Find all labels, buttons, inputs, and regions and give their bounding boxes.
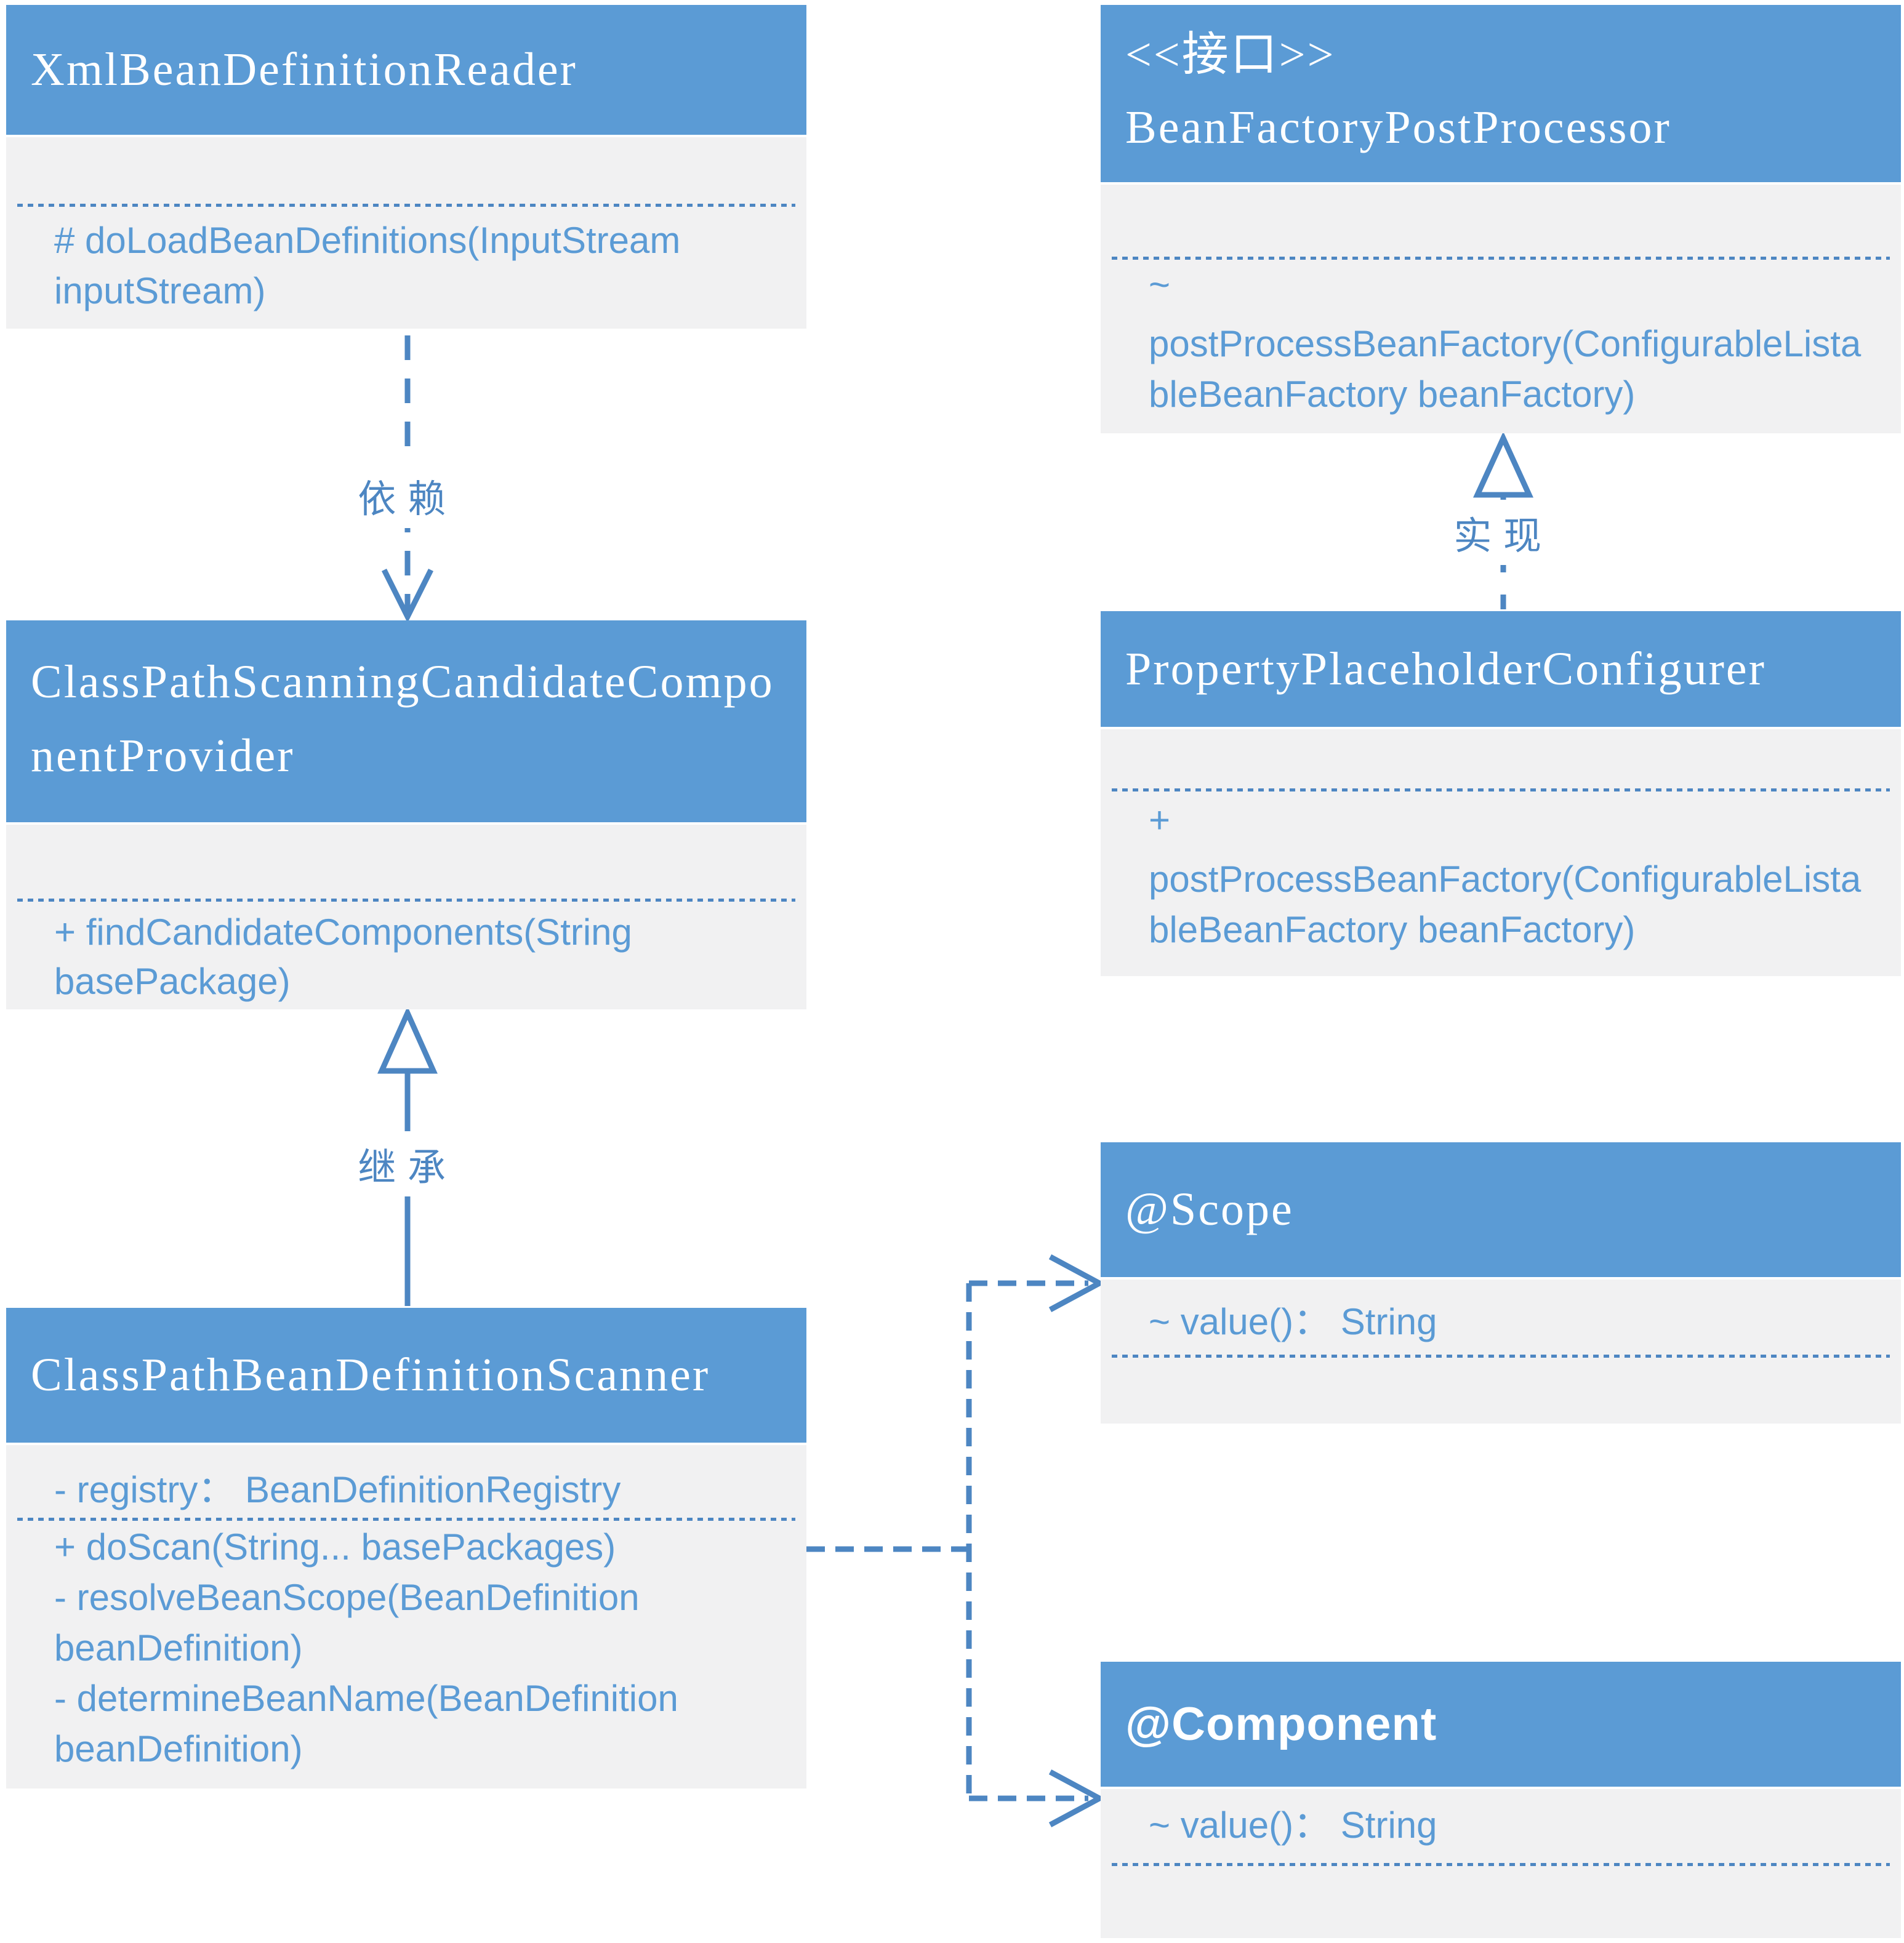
class-box-candidate-component-provider: ClassPathScanningCandidateComponentProvi…: [6, 620, 806, 1009]
member-separator: [1112, 257, 1890, 260]
scope-arrowhead-icon: [1048, 1254, 1106, 1312]
class-header: @Component: [1101, 1662, 1901, 1789]
class-body: + findCandidateComponents(String basePac…: [6, 825, 806, 1009]
interface-stereotype: <<接口>>: [1125, 29, 1336, 81]
edge-label-inheritance: 继承: [334, 1131, 481, 1196]
method-determine-bean-name: - determineBeanName(BeanDefinition beanD…: [54, 1678, 678, 1769]
class-title: ClassPathBeanDefinitionScanner: [31, 1349, 710, 1401]
dependency-arrowhead-icon: [381, 568, 434, 623]
method-resolve-bean-scope: - resolveBeanScope(BeanDefinition beanDe…: [54, 1577, 640, 1669]
member-separator: [1112, 1863, 1890, 1866]
method-visibility: ~: [1149, 264, 1171, 305]
edge-label-realization: 实现: [1429, 500, 1577, 565]
class-title: ClassPathScanningCandidateComponentProvi…: [31, 656, 774, 782]
class-title: XmlBeanDefinitionReader: [31, 44, 577, 95]
method-value: ~ value()： String: [1149, 1805, 1437, 1846]
method-find-candidate-components: + findCandidateComponents(String basePac…: [54, 911, 632, 1002]
class-header: ClassPathScanningCandidateComponentProvi…: [6, 620, 806, 825]
method-do-scan: + doScan(String... basePackages): [54, 1526, 616, 1568]
class-body: + postProcessBeanFactory(ConfigurableLis…: [1101, 729, 1901, 976]
member-separator: [17, 899, 795, 902]
class-header: PropertyPlaceholderConfigurer: [1101, 611, 1901, 729]
class-body: ~ value()： String: [1101, 1280, 1901, 1424]
class-body: - registry： BeanDefinitionRegistry + doS…: [6, 1445, 806, 1789]
method-value: ~ value()： String: [1149, 1301, 1437, 1342]
class-body: # doLoadBeanDefinitions(InputStream inpu…: [6, 137, 806, 329]
class-header: XmlBeanDefinitionReader: [6, 5, 806, 137]
edge-label-dependency: 依赖: [334, 463, 481, 528]
interface-box-bean-factory-post-processor: <<接口>> BeanFactoryPostProcessor ~ postPr…: [1101, 5, 1901, 433]
method-do-load-bean-definitions: # doLoadBeanDefinitions(InputStream inpu…: [54, 220, 681, 311]
class-title: @Component: [1125, 1698, 1437, 1750]
class-header: ClassPathBeanDefinitionScanner: [6, 1308, 806, 1445]
annotation-box-scope: @Scope ~ value()： String: [1101, 1142, 1901, 1424]
class-header: <<接口>> BeanFactoryPostProcessor: [1101, 5, 1901, 185]
inheritance-triangle-icon: [377, 1006, 438, 1074]
field-registry: - registry： BeanDefinitionRegistry: [54, 1469, 621, 1510]
class-title: @Scope: [1125, 1184, 1294, 1235]
member-separator: [1112, 788, 1890, 791]
class-title: PropertyPlaceholderConfigurer: [1125, 643, 1766, 695]
class-body: ~ postProcessBeanFactory(ConfigurableLis…: [1101, 185, 1901, 433]
method-post-process-bean-factory: postProcessBeanFactory(ConfigurableLista…: [1149, 323, 1862, 415]
annotation-box-component: @Component ~ value()： String: [1101, 1662, 1901, 1938]
component-arrowhead-icon: [1048, 1769, 1106, 1827]
member-separator: [17, 204, 795, 207]
class-box-xml-bean-definition-reader: XmlBeanDefinitionReader # doLoadBeanDefi…: [6, 5, 806, 329]
class-title: BeanFactoryPostProcessor: [1125, 102, 1671, 153]
member-separator: [17, 1518, 795, 1521]
method-visibility: +: [1149, 799, 1171, 841]
class-body: ~ value()： String: [1101, 1789, 1901, 1938]
class-header: @Scope: [1101, 1142, 1901, 1280]
class-box-property-placeholder-configurer: PropertyPlaceholderConfigurer + postProc…: [1101, 611, 1901, 976]
member-separator: [1112, 1355, 1890, 1358]
class-box-bean-definition-scanner: ClassPathBeanDefinitionScanner - registr…: [6, 1308, 806, 1789]
method-post-process-bean-factory: postProcessBeanFactory(ConfigurableLista…: [1149, 859, 1862, 950]
realization-triangle-icon: [1472, 431, 1534, 498]
